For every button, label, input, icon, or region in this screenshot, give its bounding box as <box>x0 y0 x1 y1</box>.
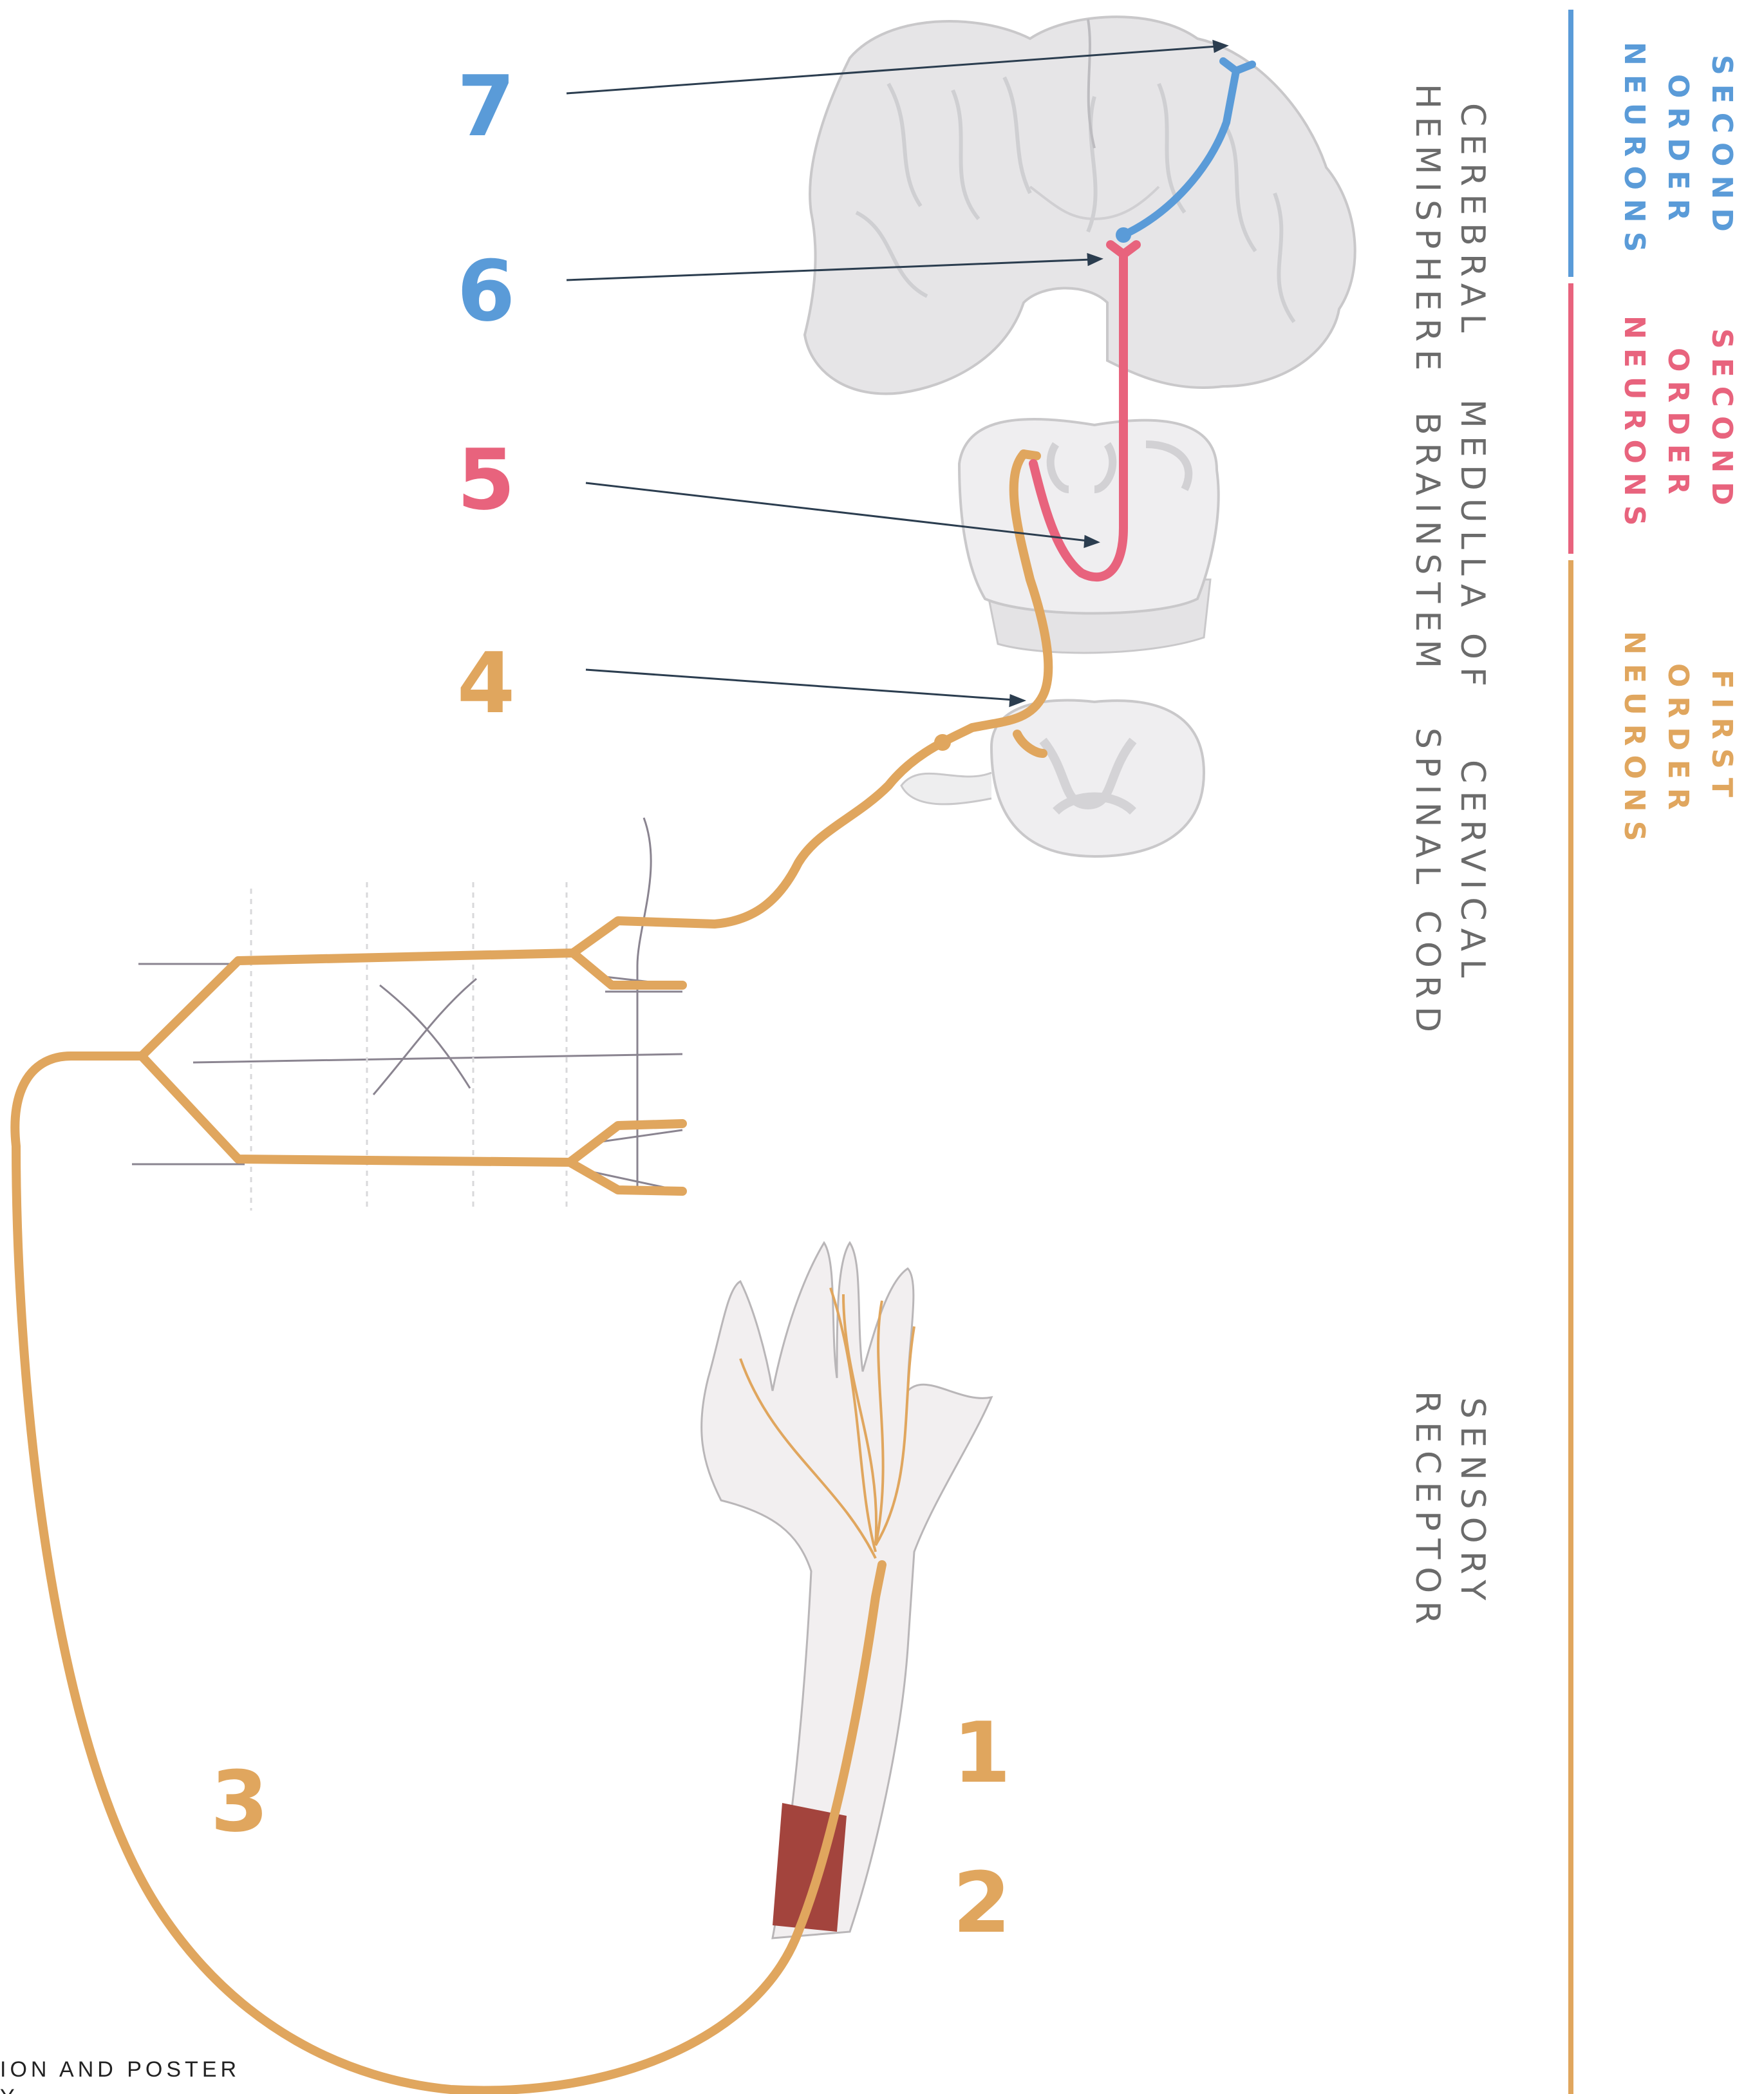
hand-illustration <box>702 1243 991 1938</box>
svg-text:NEURONS: NEURONS <box>1618 42 1651 261</box>
svg-text:NEURONS: NEURONS <box>1618 631 1651 850</box>
label-sensory-receptor: SENSORY RECEPTOR <box>1408 1391 1492 1632</box>
svg-text:CERVICAL: CERVICAL <box>1453 760 1492 985</box>
svg-text:SECOND: SECOND <box>1705 328 1738 514</box>
legend-orange-first-order: FIRST ORDER NEURONS <box>1618 631 1738 850</box>
svg-text:MEDULLA OF: MEDULLA OF <box>1453 399 1492 694</box>
thalamic-synapse <box>1116 227 1131 243</box>
svg-text:RECEPTOR: RECEPTOR <box>1408 1391 1447 1632</box>
footer-credit-line-1: ION AND POSTER <box>0 2057 240 2082</box>
neuron-legend: SECOND ORDER NEURONS SECOND ORDER NEURON… <box>1571 10 1738 2094</box>
footer-credit-line-2: Y <box>0 2085 19 2094</box>
svg-text:ORDER: ORDER <box>1662 74 1694 230</box>
svg-text:SECOND: SECOND <box>1705 55 1738 241</box>
svg-text:FIRST: FIRST <box>1705 670 1738 806</box>
svg-text:SENSORY: SENSORY <box>1453 1397 1492 1608</box>
svg-text:ORDER: ORDER <box>1662 348 1694 504</box>
first-order-neuron-path <box>15 454 1048 2090</box>
number-5: 5 <box>457 431 515 529</box>
svg-text:HEMISPHERE: HEMISPHERE <box>1408 84 1447 378</box>
number-4: 4 <box>457 634 515 732</box>
number-1: 1 <box>953 1704 1011 1802</box>
number-3: 3 <box>211 1753 268 1851</box>
legend-pink-second-order: SECOND ORDER NEURONS <box>1618 316 1738 534</box>
cerebral-hemisphere-illustration <box>805 17 1355 393</box>
medulla-illustration <box>959 419 1219 653</box>
label-cerebral-hemisphere: CEREBRAL HEMISPHERE <box>1408 84 1492 378</box>
svg-text:BRAINSTEM: BRAINSTEM <box>1408 412 1447 676</box>
svg-text:SPINAL CORD: SPINAL CORD <box>1408 728 1447 1040</box>
svg-text:NEURONS: NEURONS <box>1618 316 1651 534</box>
legend-blue-second-order: SECOND ORDER NEURONS <box>1618 42 1738 261</box>
dorsal-root-ganglion <box>934 734 951 751</box>
number-2: 2 <box>953 1854 1011 1952</box>
svg-text:CEREBRAL: CEREBRAL <box>1453 103 1492 340</box>
label-cervical-spinal-cord: CERVICAL SPINAL CORD <box>1408 728 1492 1040</box>
number-6: 6 <box>457 242 515 340</box>
label-medulla-of-brainstem: MEDULLA OF BRAINSTEM <box>1408 399 1492 694</box>
cervical-spinal-cord-illustration <box>901 701 1204 856</box>
svg-text:ORDER: ORDER <box>1662 663 1694 819</box>
number-7: 7 <box>457 57 515 155</box>
